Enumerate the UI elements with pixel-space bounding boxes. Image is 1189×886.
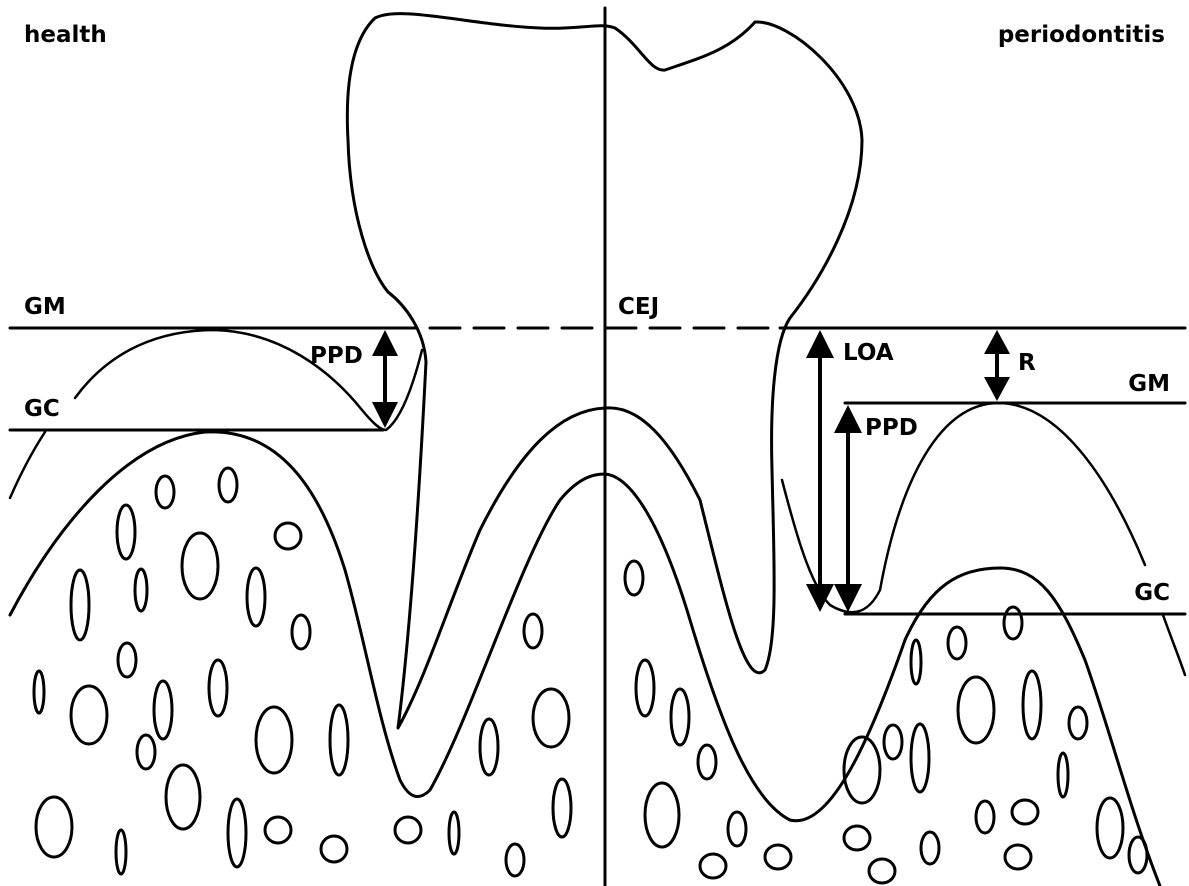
- gingiva-right-lower: [1163, 615, 1185, 675]
- loa-arrow-head-down: [806, 584, 834, 612]
- label-loa: LOA: [843, 340, 894, 366]
- label-gm-right: GM: [1128, 371, 1170, 397]
- r-arrow-head-down: [984, 377, 1010, 401]
- label-health: health: [24, 22, 107, 48]
- ppd-arrow-right-head-up: [834, 405, 862, 433]
- bone-pores-right: [625, 561, 1147, 883]
- label-cej: CEJ: [618, 294, 659, 320]
- label-gc-left: GC: [24, 396, 60, 422]
- label-ppd-right: PPD: [865, 415, 918, 441]
- ppd-arrow-left-head-up: [372, 330, 398, 356]
- gingiva-left-lower: [10, 432, 45, 498]
- ppd-arrow-right-head-down: [834, 584, 862, 612]
- label-r: R: [1018, 350, 1036, 376]
- label-ppd-left: PPD: [310, 343, 363, 369]
- gingiva-left: [75, 330, 422, 430]
- label-gm-left: GM: [24, 294, 66, 320]
- bone-crest-left: [10, 432, 605, 797]
- label-periodontitis: periodontitis: [998, 22, 1165, 48]
- bone-crest-right: [605, 474, 1160, 886]
- r-arrow-head-up: [984, 330, 1010, 354]
- loa-arrow-head-up: [806, 330, 834, 358]
- label-gc-right: GC: [1134, 580, 1170, 606]
- bone-pores-left: [34, 468, 571, 876]
- gingiva-right: [782, 403, 1145, 612]
